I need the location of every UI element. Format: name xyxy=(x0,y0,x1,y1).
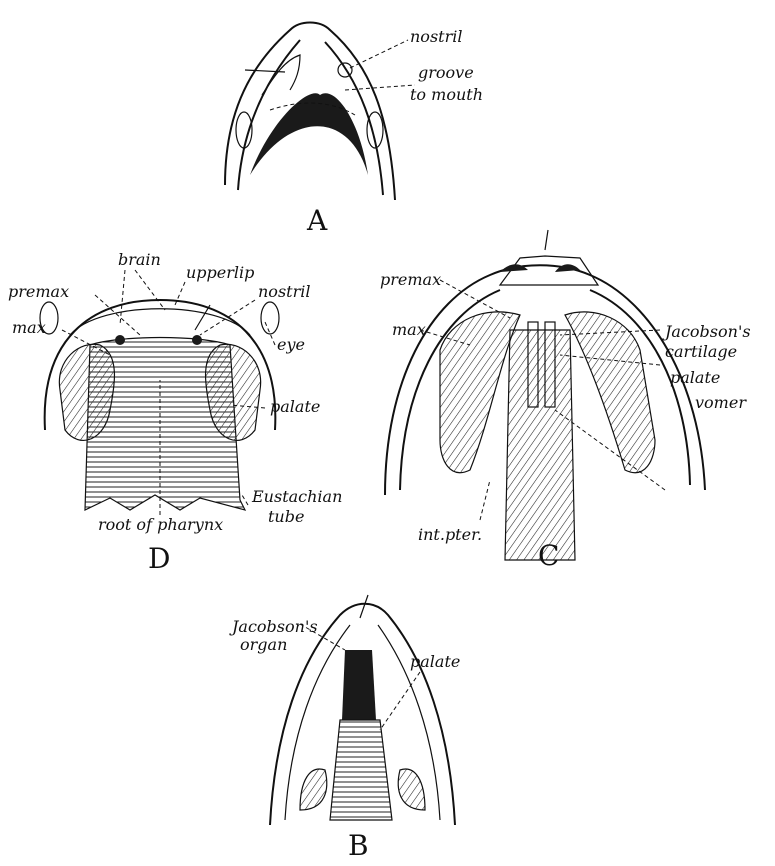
figure-a-nostril-right xyxy=(338,63,352,77)
label-premax-c: premax xyxy=(380,270,441,289)
label-eye: eye xyxy=(277,335,305,354)
label-cartilage: cartilage xyxy=(665,342,737,361)
label-max-d: max xyxy=(12,318,46,337)
figure-b: Jacobson's organ palate B xyxy=(229,595,460,862)
label-palate-d: palate xyxy=(270,397,320,416)
caption-c: C xyxy=(538,539,559,572)
label-jacobsons-c: Jacobson's xyxy=(662,322,751,341)
label-palate-c: palate xyxy=(670,368,720,387)
label-groove: groove xyxy=(418,63,474,82)
figure-d: brain upperlip premax nostril max eye pa… xyxy=(8,250,342,575)
figure-d-eye-right xyxy=(261,302,279,334)
label-nostril-d: nostril xyxy=(258,282,310,301)
label-to-mouth: to mouth xyxy=(410,85,483,104)
figure-c-arrow xyxy=(545,230,548,250)
label-brain: brain xyxy=(118,250,161,269)
label-jacobsons-b: Jacobson's xyxy=(229,617,318,636)
label-organ: organ xyxy=(240,635,287,654)
figure-d-arrow xyxy=(195,305,210,330)
label-tube: tube xyxy=(268,507,304,526)
figure-b-palate xyxy=(330,720,392,820)
figure-a-mouth xyxy=(250,93,368,175)
label-palate-b: palate xyxy=(410,652,460,671)
caption-a: A xyxy=(306,204,328,237)
label-premax-d: premax xyxy=(8,282,69,301)
figure-c-pharynx xyxy=(505,330,575,560)
figure-b-jaw-right xyxy=(398,769,425,810)
figure-b-jaw-left xyxy=(300,769,327,810)
label-root-of-pharynx: root of pharynx xyxy=(98,515,223,534)
label-int-pter: int.pter. xyxy=(418,525,482,544)
figure-b-jacobsons-organ xyxy=(342,650,376,720)
caption-d: D xyxy=(148,542,170,575)
label-eustachian: Eustachian xyxy=(251,487,342,506)
label-max-c: max xyxy=(392,320,426,339)
figure-c: premax max Jacobson's cartilage palate v… xyxy=(380,230,751,572)
label-vomer: vomer xyxy=(695,393,747,412)
figure-a: nostril groove to mouth A xyxy=(225,23,483,238)
figure-a-nostril-left xyxy=(262,55,300,95)
label-upperlip: upperlip xyxy=(186,263,254,282)
figure-c-maxilla-right xyxy=(565,312,655,473)
figure-b-arrow xyxy=(360,595,368,618)
caption-b: B xyxy=(348,829,369,862)
label-nostril: nostril xyxy=(410,27,462,46)
